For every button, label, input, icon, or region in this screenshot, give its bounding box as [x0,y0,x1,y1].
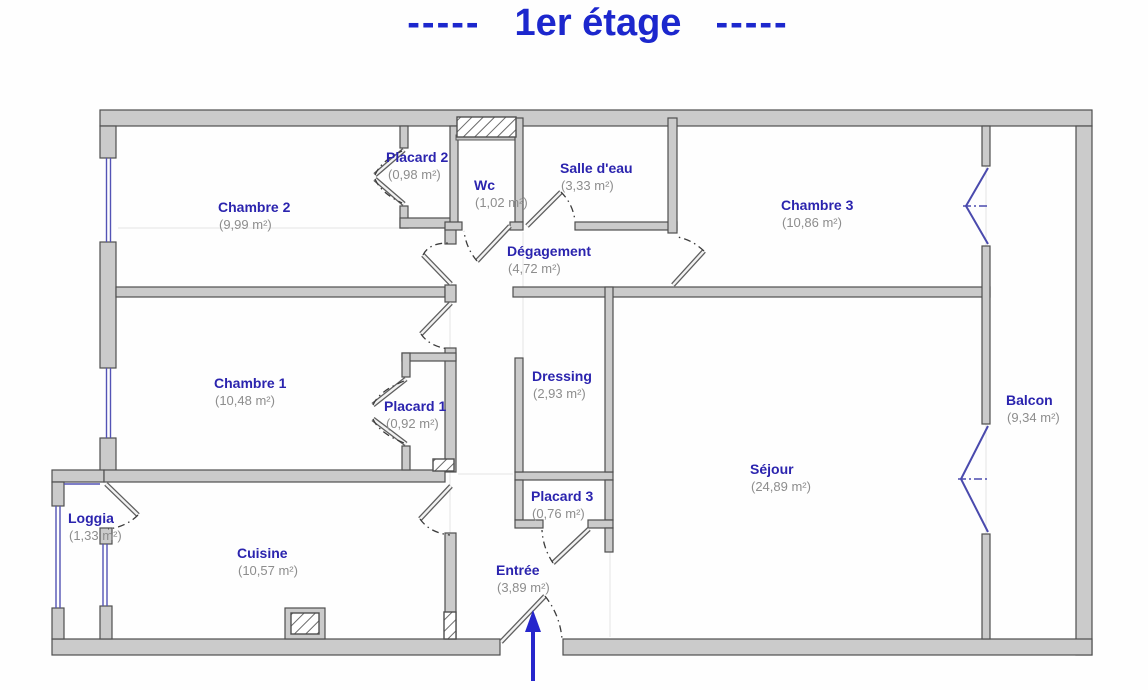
french-window-sejour [958,425,989,533]
title-dashes-left: ----- [407,2,481,44]
entry-arrow [525,610,541,681]
room-label-sejour: Séjour [750,461,794,477]
window-loggia-cuisine [102,544,108,606]
double-door-placard-2 [373,148,406,206]
room-area-loggia: (1,33 m²) [69,528,122,543]
room-label-dressing: Dressing [532,368,592,384]
room-area-chambre-1: (10,48 m²) [215,393,275,408]
room-area-salle-d-eau: (3,33 m²) [561,178,614,193]
room-label-placard-2: Placard 2 [386,149,448,165]
room-area-chambre-3: (10,86 m²) [782,215,842,230]
room-label-chambre-1: Chambre 1 [214,375,287,391]
room-label-degagement: Dégagement [507,243,591,259]
door-wc [463,224,512,263]
door-entrance [499,594,563,644]
room-labels: Chambre 2 (9,99 m²) Placard 2 (0,98 m²) … [68,149,1060,595]
door-chambre-2 [421,242,453,286]
walls [51,109,1093,656]
room-label-placard-1: Placard 1 [384,398,446,414]
room-label-placard-3: Placard 3 [531,488,593,504]
room-area-chambre-2: (9,99 m²) [219,217,272,232]
entree-duct [443,611,457,640]
door-cuisine [418,484,453,536]
placard1-duct [432,458,455,472]
room-label-chambre-3: Chambre 3 [781,197,854,213]
room-area-degagement: (4,72 m²) [508,261,561,276]
window-chambre-2 [105,158,112,242]
window-chambre-1 [105,368,112,438]
duct-above-wc [456,116,517,138]
room-area-cuisine: (10,57 m²) [238,563,298,578]
room-area-wc: (1,02 m²) [475,195,528,210]
room-label-chambre-2: Chambre 2 [218,199,291,215]
room-label-entree: Entrée [496,562,540,578]
title-dashes-right: ----- [715,2,789,44]
room-area-balcon: (9,34 m²) [1007,410,1060,425]
double-door-placard-1 [371,377,408,446]
room-label-balcon: Balcon [1006,392,1053,408]
title-text: 1er étage [514,2,682,44]
doors [104,148,706,644]
french-window-chambre-3 [963,167,989,245]
windows [55,158,989,608]
room-area-placard-1: (0,92 m²) [386,416,439,431]
page-title: ----- 1er étage ----- [0,2,1148,45]
room-label-wc: Wc [474,177,495,193]
room-area-sejour: (24,89 m²) [751,479,811,494]
ducts [284,116,517,640]
door-loggia [104,482,140,530]
room-label-cuisine: Cuisine [237,545,288,561]
door-chambre-1 [419,301,453,350]
door-chambre-3 [671,236,706,287]
room-area-entree: (3,89 m²) [497,580,550,595]
door-placard-3 [541,527,591,565]
window-loggia-left [55,506,61,608]
room-label-loggia: Loggia [68,510,114,526]
room-area-placard-2: (0,98 m²) [388,167,441,182]
kitchen-duct [290,612,320,635]
door-salle-d-eau [525,190,576,228]
room-label-salle-d-eau: Salle d'eau [560,160,633,176]
room-area-dressing: (2,93 m²) [533,386,586,401]
room-area-placard-3: (0,76 m²) [532,506,585,521]
